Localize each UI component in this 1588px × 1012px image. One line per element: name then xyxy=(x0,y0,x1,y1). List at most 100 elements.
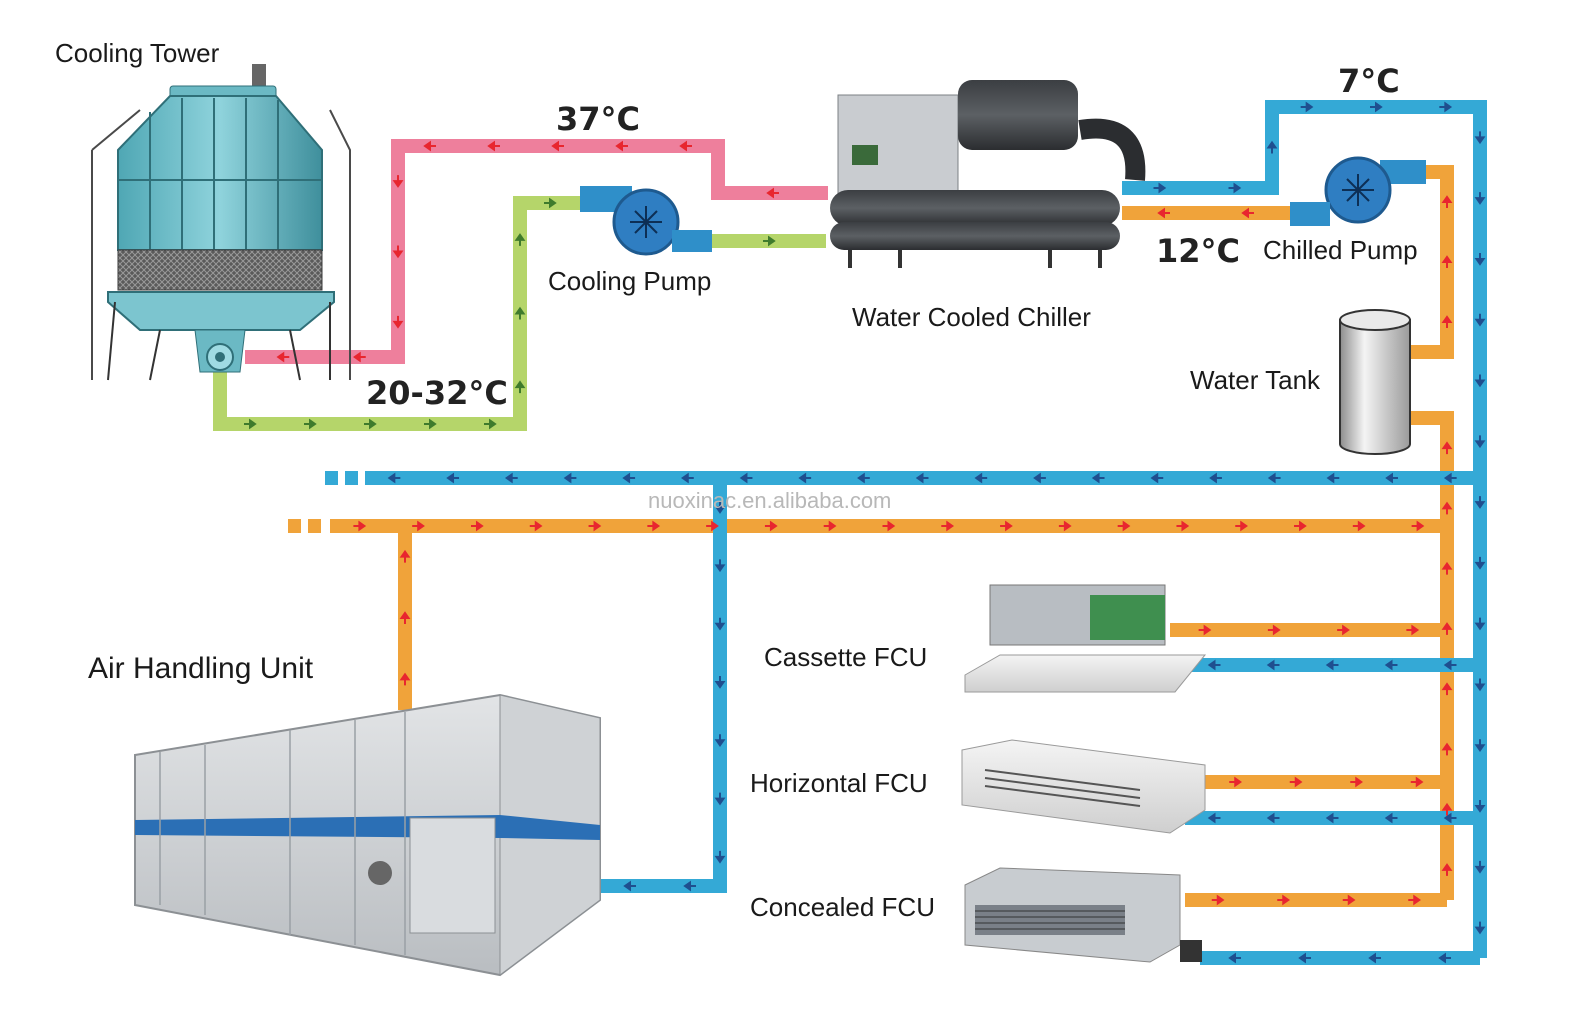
horizontal-return-arrow-0 xyxy=(1229,776,1242,788)
main-return-header-arrow-18 xyxy=(1411,520,1425,532)
condenser-hot-pipe-arrow-8 xyxy=(392,315,404,329)
horizontal-return-arrow-3 xyxy=(1410,776,1424,788)
horizontal-supply-arrow-1 xyxy=(1384,812,1398,824)
main-supply-header-arrow-6 xyxy=(1091,472,1105,484)
chilled-return-pump-riser-arrow-1 xyxy=(1441,255,1453,268)
main-supply-header-arrow-12 xyxy=(739,472,753,484)
water-cooled-chiller-illustration xyxy=(830,80,1146,268)
ahu-supply-drop-arrow-0 xyxy=(714,501,726,514)
air-handling-unit-label: Air Handling Unit xyxy=(88,652,314,685)
main-supply-header-arrow-3 xyxy=(1267,472,1281,484)
condenser-return-temp: 37°C xyxy=(556,100,641,138)
main-supply-header-arrow-10 xyxy=(857,472,870,484)
chilled-return-pump-riser-arrow-2 xyxy=(1441,195,1453,208)
main-return-header-arrow-2 xyxy=(470,520,484,532)
chilled-return-temp: 12°C xyxy=(1156,232,1241,270)
cooling-tower-label: Cooling Tower xyxy=(55,38,220,68)
horizontal-supply-arrow-4 xyxy=(1207,812,1221,824)
chilled-supply-pipe-arrow-1 xyxy=(1228,182,1242,194)
condenser-supply-pipe-arrow-2 xyxy=(364,418,377,430)
ahu-supply-drop-arrow-8 xyxy=(623,880,636,892)
cooling-pump-label: Cooling Pump xyxy=(548,266,712,296)
condenser-supply-temp: 20-32°C xyxy=(366,374,508,412)
ahu-supply-drop-arrow-1 xyxy=(714,559,726,573)
condenser-hot-pipe-arrow-7 xyxy=(392,245,404,259)
condenser-hot-pipe-arrow-10 xyxy=(276,351,290,363)
horizontal-return-arrow-2 xyxy=(1350,776,1363,788)
main-return-header-arrow-12 xyxy=(1058,520,1072,532)
main-return-header-arrow-5 xyxy=(647,520,661,532)
condenser-hot-pipe-arrow-4 xyxy=(487,140,500,152)
air-handling-unit-illustration xyxy=(134,693,601,977)
water-tank-label: Water Tank xyxy=(1190,365,1321,395)
horizontal-supply-arrow-3 xyxy=(1266,812,1280,824)
condenser-hot-pipe xyxy=(245,139,828,364)
chilled-supply-pipe-arrow-4 xyxy=(1370,101,1383,113)
cassette-supply-arrow-1 xyxy=(1384,659,1398,671)
concealed-return-arrow-0 xyxy=(1211,894,1225,906)
chilled-return-pipe-to-chiller-arrow-0 xyxy=(1241,207,1254,219)
condenser-supply-pipe-arrow-1 xyxy=(304,418,317,430)
main-supply-header-arrow-2 xyxy=(1326,472,1340,484)
concealed-supply-arrow-1 xyxy=(1368,952,1381,964)
condenser-supply-pipe-arrow-3 xyxy=(424,418,437,430)
chilled-return-main-riser-arrow-3 xyxy=(1441,682,1453,696)
main-return-header-arrow-0 xyxy=(353,520,367,532)
main-supply-header-arrow-11 xyxy=(798,472,812,484)
chilled-return-main-riser-arrow-7 xyxy=(1441,441,1453,455)
main-return-header-arrow-13 xyxy=(1117,520,1131,532)
ahu-supply-drop-arrow-2 xyxy=(714,617,726,631)
main-return-header-arrow-6 xyxy=(706,520,719,532)
chilled-supply-pipe-arrow-18 xyxy=(1474,860,1486,874)
chilled-return-pipe-to-chiller-arrow-1 xyxy=(1157,207,1170,219)
condenser-hot-pipe-arrow-0 xyxy=(766,187,779,199)
chilled-supply-pipe-arrow-16 xyxy=(1474,739,1486,752)
supply-header-stub-2 xyxy=(345,471,358,485)
main-return-header-arrow-17 xyxy=(1352,520,1366,532)
condenser-hot-pipe-arrow-3 xyxy=(551,140,564,152)
condenser-supply-pipe-arrow-6 xyxy=(514,306,526,320)
chilled-return-main-riser-arrow-4 xyxy=(1441,622,1453,635)
main-supply-header-arrow-9 xyxy=(915,472,929,484)
condenser-hot-pipe-arrow-5 xyxy=(423,140,436,152)
chilled-supply-pipe-arrow-3 xyxy=(1300,101,1314,113)
condenser-hot-pipe-arrow-9 xyxy=(353,351,366,363)
concealed-return-arrow-3 xyxy=(1408,894,1421,906)
watermark-text: nuoxinac.en.alibaba.com xyxy=(648,488,892,513)
ahu-return-riser-arrow-0 xyxy=(399,672,411,686)
main-supply-header-arrow-18 xyxy=(387,472,401,484)
condenser-supply-pipe-arrow-5 xyxy=(514,380,526,394)
condenser-supply-pipe-arrow-7 xyxy=(514,233,526,246)
chilled-supply-pipe-arrow-8 xyxy=(1474,252,1486,266)
condenser-pump-outlet-pipe-arrow-0 xyxy=(763,235,776,247)
condenser-supply-pipe xyxy=(213,196,580,431)
chilled-return-main-riser-arrow-0 xyxy=(1441,863,1453,876)
chilled-supply-pipe-arrow-2 xyxy=(1266,140,1278,154)
main-return-header-arrow-9 xyxy=(882,520,896,532)
ahu-supply-drop-arrow-3 xyxy=(714,676,726,689)
main-supply-header-arrow-15 xyxy=(563,472,577,484)
main-return-header-arrow-11 xyxy=(1000,520,1013,532)
main-return-header-arrow-16 xyxy=(1294,520,1307,532)
condenser-hot-pipe-arrow-2 xyxy=(615,140,628,152)
cassette-fcu-illustration xyxy=(964,584,1207,693)
flow-arrows xyxy=(244,101,1486,964)
chilled-supply-temp: 7°C xyxy=(1338,62,1400,100)
cassette-supply-arrow-3 xyxy=(1266,659,1280,671)
chilled-supply-pipe xyxy=(1122,100,1487,958)
main-return-header-arrow-7 xyxy=(764,520,778,532)
main-supply-header-arrow-7 xyxy=(1033,472,1046,484)
ahu-supply-drop-arrow-7 xyxy=(683,880,696,892)
cassette-return-arrow-0 xyxy=(1198,624,1212,636)
water-tank-illustration xyxy=(1339,309,1411,455)
water-cooled-chiller-label: Water Cooled Chiller xyxy=(852,302,1091,332)
concealed-supply-arrow-3 xyxy=(1228,952,1241,964)
main-supply-header-arrow-5 xyxy=(1150,472,1164,484)
ahu-supply-drop-arrow-4 xyxy=(714,734,726,748)
chilled-supply-pipe-arrow-11 xyxy=(1474,435,1486,449)
main-supply-header-arrow-4 xyxy=(1209,472,1222,484)
cassette-supply-arrow-2 xyxy=(1325,659,1339,671)
main-supply-header-arrow-0 xyxy=(1443,472,1457,484)
chilled-return-main-riser-arrow-2 xyxy=(1441,742,1453,756)
